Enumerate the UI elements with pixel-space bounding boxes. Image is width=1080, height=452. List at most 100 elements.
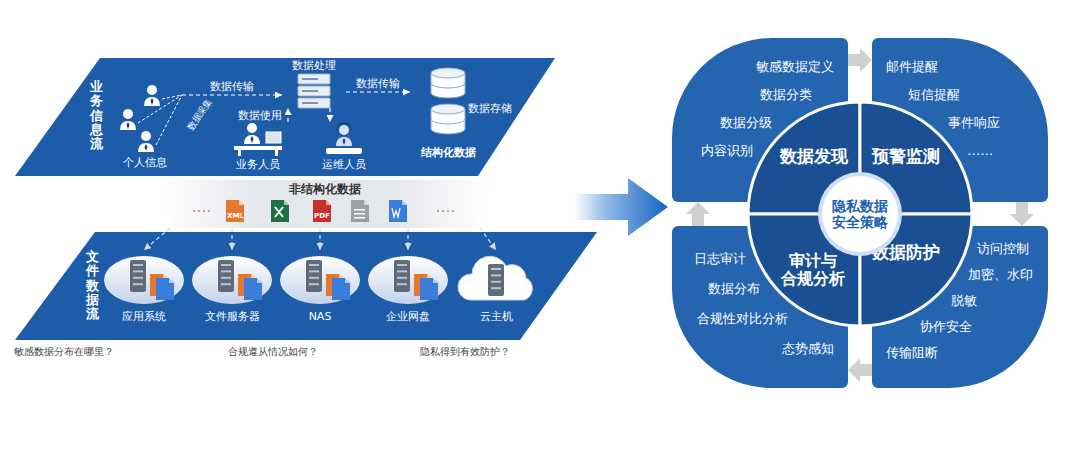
- server-tower: [306, 260, 322, 292]
- file-fold: [239, 200, 244, 205]
- database-ring: [431, 119, 465, 124]
- xml-file-icon: [226, 200, 244, 222]
- question-note: 合规遵从情况如何？: [228, 346, 318, 358]
- server-slot: [221, 270, 231, 272]
- person-body: [144, 97, 160, 106]
- server-slot: [221, 277, 231, 279]
- node-text: NAS: [309, 310, 332, 323]
- server-shape: [282, 74, 346, 108]
- question-note: 隐私得到有效防护？: [420, 346, 510, 358]
- person-head: [247, 123, 257, 133]
- server-slot: [491, 287, 501, 289]
- server-slot: [133, 270, 143, 272]
- server-slot: [397, 270, 407, 272]
- person-head: [123, 109, 133, 119]
- plane-node: 业务信息流个人信息数据处理业务人员运维人员数据存储结构化数据: [15, 58, 555, 176]
- doc-line: [354, 209, 365, 211]
- server-slot: [491, 281, 501, 283]
- people-node: 个人信息: [108, 78, 182, 172]
- dot: [203, 210, 205, 212]
- person-tie: [145, 144, 148, 151]
- file-type-label: XML: [227, 212, 244, 220]
- dot: [198, 210, 200, 212]
- server-slot: [133, 277, 143, 279]
- band-node: 非结构化数据: [160, 180, 490, 228]
- db-node: 数据存储结构化数据: [410, 62, 514, 172]
- person-tie: [151, 98, 154, 105]
- device-pad: [368, 256, 448, 304]
- doc-line: [354, 217, 365, 219]
- node-text: 文件数据流: [86, 250, 99, 321]
- file-type-label: PDF: [314, 212, 330, 220]
- person-tie: [251, 136, 254, 143]
- node-text: 非结构化数据: [289, 182, 361, 196]
- server-slot: [309, 277, 319, 279]
- doc-line: [354, 213, 365, 215]
- dot: [193, 210, 195, 212]
- person-head: [147, 85, 157, 95]
- server-slot: [491, 268, 501, 270]
- server-slot: [309, 270, 319, 272]
- dot: [208, 210, 210, 212]
- person-body: [336, 137, 352, 146]
- desk-leg: [275, 150, 278, 156]
- file-fold: [402, 200, 407, 205]
- doc-file-icon: [351, 200, 369, 222]
- node-text: 云主机: [480, 310, 513, 323]
- ops-node: 运维人员: [312, 122, 376, 174]
- node-text: 短信提醒: [908, 86, 960, 104]
- node-text: 内容识别: [701, 142, 753, 160]
- node-text: 访问控制: [977, 240, 1029, 258]
- plane-node: 文件数据流应用系统文件服务器NAS企业网盘云主机: [15, 232, 597, 340]
- database-ring: [431, 83, 465, 88]
- desk-top: [234, 146, 282, 150]
- file-fold: [169, 278, 174, 283]
- node-text: 协作安全: [920, 318, 972, 336]
- cloud-shape: [458, 256, 532, 300]
- pdf-file-icon: [313, 200, 331, 222]
- person-tie: [127, 122, 130, 129]
- dot: [452, 210, 454, 212]
- cycle-arrow: [848, 48, 872, 72]
- server-slot: [397, 264, 407, 266]
- node-text: 敏感数据定义: [756, 58, 834, 76]
- center-node: 隐私数据 安全策略: [818, 172, 902, 256]
- excel-file-icon: [271, 200, 289, 222]
- collect-line: [162, 95, 182, 99]
- node-text: 日志审计: [694, 250, 746, 268]
- server-slot: [302, 78, 318, 80]
- node-text: 数据分类: [760, 86, 812, 104]
- file-icon: [244, 278, 262, 300]
- pad-node: 文件服务器: [190, 250, 274, 330]
- server-tower: [488, 264, 504, 296]
- server-tower: [394, 260, 410, 292]
- node-text: 态势感知: [782, 340, 834, 358]
- big-flow-arrow: [574, 178, 668, 236]
- server-slot: [397, 283, 407, 285]
- center-ring: [818, 172, 902, 256]
- server-tower: [130, 260, 146, 292]
- collect-line: [156, 95, 182, 145]
- node-text: ……: [967, 142, 993, 160]
- excel-mark: [275, 207, 283, 217]
- server-slot: [133, 264, 143, 266]
- band-shape: [160, 180, 490, 228]
- headset: [337, 123, 351, 130]
- node-text: 数据存储: [468, 102, 512, 115]
- pad-node: NAS: [278, 250, 362, 330]
- file-icon: [156, 278, 174, 300]
- server-slot: [302, 90, 318, 92]
- person-body: [138, 143, 154, 152]
- person-tie: [343, 138, 346, 145]
- node-text: 隐私数据 安全策略: [831, 198, 890, 230]
- edge-label: 数据传输: [208, 80, 256, 93]
- file-fold: [284, 200, 289, 205]
- node-text: 运维人员: [322, 158, 366, 171]
- server-slot: [133, 283, 143, 285]
- edge-label: 数据使用: [236, 109, 284, 122]
- server-rack: [298, 98, 330, 108]
- plane-panel: [15, 232, 597, 340]
- file-icon: [420, 278, 438, 300]
- file-fold: [257, 278, 262, 283]
